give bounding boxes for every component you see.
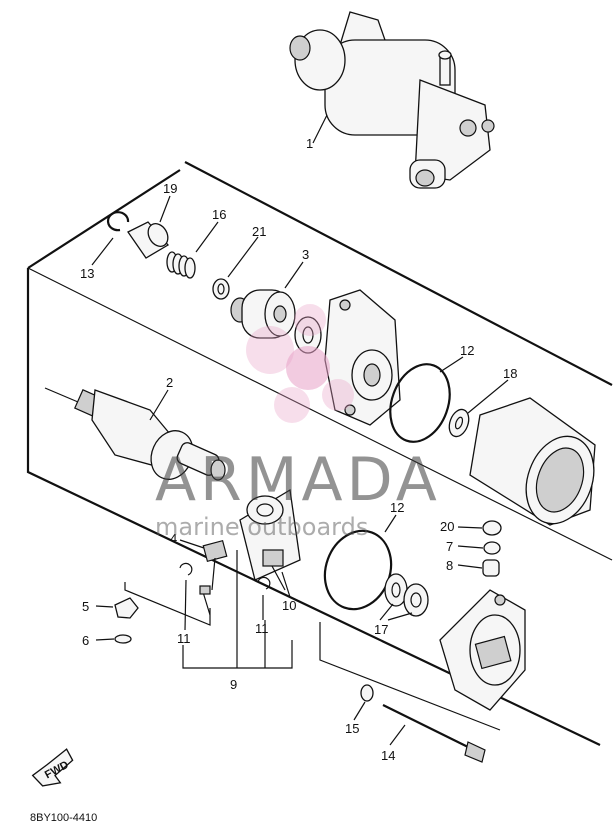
leader-3 [284,261,304,289]
terminal-bolt [199,585,211,616]
starter-motor-assembly [289,11,495,189]
callout-4: 4 [170,531,177,546]
watermark-brand: ARMADA [155,445,441,515]
watermark-tagline: marine outboards [155,513,368,541]
leader-14 [389,724,406,746]
leader-17a [379,603,394,621]
leader-10 [281,571,291,598]
callout-8: 8 [446,558,453,573]
callout-17: 17 [374,622,388,637]
brush [202,539,228,591]
fwd-arrow: FWD [31,748,74,787]
washer-7 [483,541,501,555]
callout-12-lower: 12 [390,500,404,515]
nut-5 [114,597,139,619]
callout-18: 18 [503,366,517,381]
brush-spring-left [179,562,193,576]
callout-1: 1 [306,136,313,151]
callout-2: 2 [166,375,173,390]
insulator-8 [482,559,500,577]
leader-13 [91,237,114,266]
callout-10: 10 [282,598,296,613]
circlip [106,211,130,232]
leader-7 [457,545,484,549]
callout-11-right: 11 [255,621,269,636]
o-ring-upper [389,363,451,443]
callout-15: 15 [345,721,359,736]
assembly-outline-upper [27,267,613,561]
washer-21 [212,278,230,300]
washer-6 [114,634,132,644]
callout-20: 20 [440,519,454,534]
brush-bracket [182,550,293,669]
callout-11-left: 11 [177,631,191,646]
assembly-outline-lower [319,622,501,731]
screw-bracket-left [124,582,211,626]
callout-9: 9 [230,677,237,692]
brush-terminal [262,549,286,591]
callout-13: 13 [80,266,94,281]
rear-cover [439,589,526,711]
washer-15 [360,684,374,702]
collar [127,221,170,259]
yoke-housing [469,397,596,526]
nut-20 [482,520,502,536]
callout-6: 6 [82,633,89,648]
leader-2 [149,389,169,421]
leader-21 [227,236,259,278]
assembly-outline [26,161,613,746]
washer-18 [448,408,470,438]
leader-16 [195,221,219,253]
diagram-code: 8BY100-4410 [30,812,97,824]
leader-18 [467,379,509,414]
through-bolt [382,704,486,763]
callout-3: 3 [302,247,309,262]
leader-5 [95,605,114,608]
leader-12-upper [439,356,464,373]
callout-21: 21 [252,224,266,239]
brush-spring-right [257,576,271,590]
leader-4 [179,539,205,549]
watermark-logo [246,304,354,423]
leader-11-left [184,579,187,631]
leader-17b [387,612,413,621]
pinion-clutch [230,289,296,339]
leader-6 [95,638,115,641]
washers-17 [384,573,429,617]
leader-8 [457,564,483,569]
callout-16: 16 [212,207,226,222]
callout-5: 5 [82,599,89,614]
callout-7: 7 [446,539,453,554]
callout-19: 19 [163,181,177,196]
leader-12-lower [384,514,397,533]
armature [44,387,226,481]
leader-19 [159,195,171,223]
leader-20 [457,526,483,529]
callout-14: 14 [381,748,395,763]
leader-1 [312,114,328,144]
spring [166,251,196,279]
brush-holder [239,488,301,581]
callout-12-upper: 12 [460,343,474,358]
leader-15 [353,701,366,721]
